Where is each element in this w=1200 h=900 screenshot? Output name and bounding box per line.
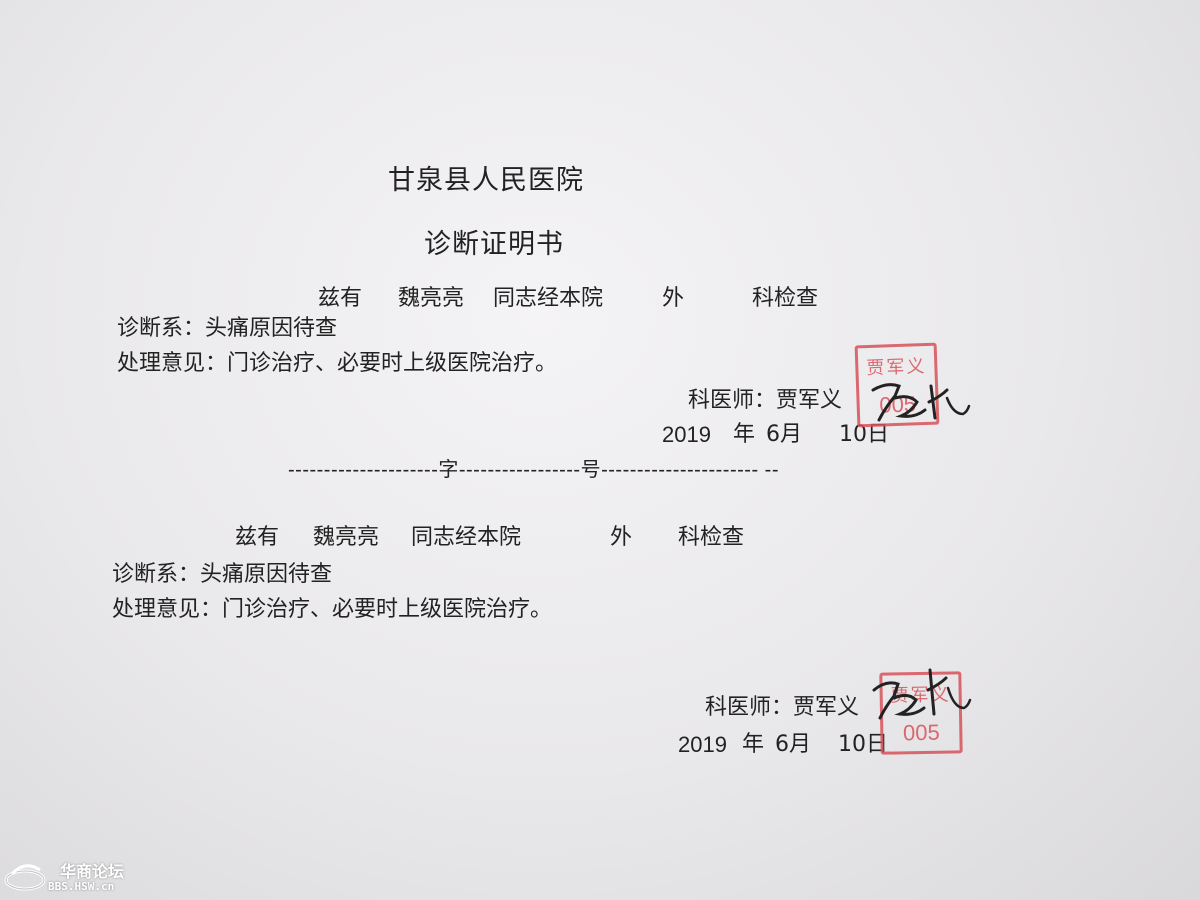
upper-treatment: 处理意见：门诊治疗、必要时上级医院治疗。 bbox=[117, 351, 558, 376]
lower-signature-image bbox=[872, 668, 972, 720]
lower-intro-mid: 同志经本院 bbox=[411, 525, 522, 550]
lower-date-year: 2019 bbox=[678, 732, 727, 757]
upper-intro-prefix: 兹有 bbox=[318, 286, 363, 311]
upper-date-year-char: 年 bbox=[733, 422, 756, 447]
upper-doctor-label: 科医师：贾军义 bbox=[688, 388, 843, 413]
lower-date-month: 6月 bbox=[775, 732, 811, 757]
upper-diagnosis: 诊断系：头痛原因待查 bbox=[117, 316, 338, 341]
lower-department: 外 bbox=[610, 525, 633, 550]
upper-date-year: 2019 bbox=[662, 422, 711, 447]
lower-doctor-label: 科医师：贾军义 bbox=[705, 695, 860, 720]
upper-date-day: 10日 bbox=[839, 422, 889, 447]
watermark-logo-icon bbox=[4, 864, 46, 891]
upper-date-month: 6月 bbox=[766, 422, 802, 447]
watermark-url: BBS.HSW.cn bbox=[48, 880, 115, 893]
lower-intro-prefix: 兹有 bbox=[235, 525, 280, 550]
lower-date-year-char: 年 bbox=[742, 732, 765, 757]
upper-signature-image bbox=[871, 383, 971, 422]
forum-watermark: 华商论坛 BBS.HSW.cn bbox=[0, 852, 140, 900]
lower-diagnosis: 诊断系：头痛原因待查 bbox=[112, 562, 333, 587]
upper-intro-suffix: 科检查 bbox=[752, 286, 819, 311]
lower-patient-name: 魏亮亮 bbox=[313, 525, 380, 550]
hospital-name: 甘泉县人民医院 bbox=[388, 165, 584, 196]
document-title: 诊断证明书 bbox=[424, 229, 564, 260]
lower-date-day: 10日 bbox=[838, 732, 888, 757]
lower-treatment: 处理意见：门诊治疗、必要时上级医院治疗。 bbox=[112, 597, 553, 622]
watermark-name: 华商论坛 bbox=[60, 862, 125, 881]
upper-department: 外 bbox=[662, 286, 685, 311]
upper-patient-name: 魏亮亮 bbox=[398, 286, 465, 311]
lower-intro-suffix: 科检查 bbox=[678, 525, 745, 550]
upper-intro-mid: 同志经本院 bbox=[493, 286, 604, 311]
stub-separator: ---------------------字-----------------号… bbox=[288, 459, 779, 481]
